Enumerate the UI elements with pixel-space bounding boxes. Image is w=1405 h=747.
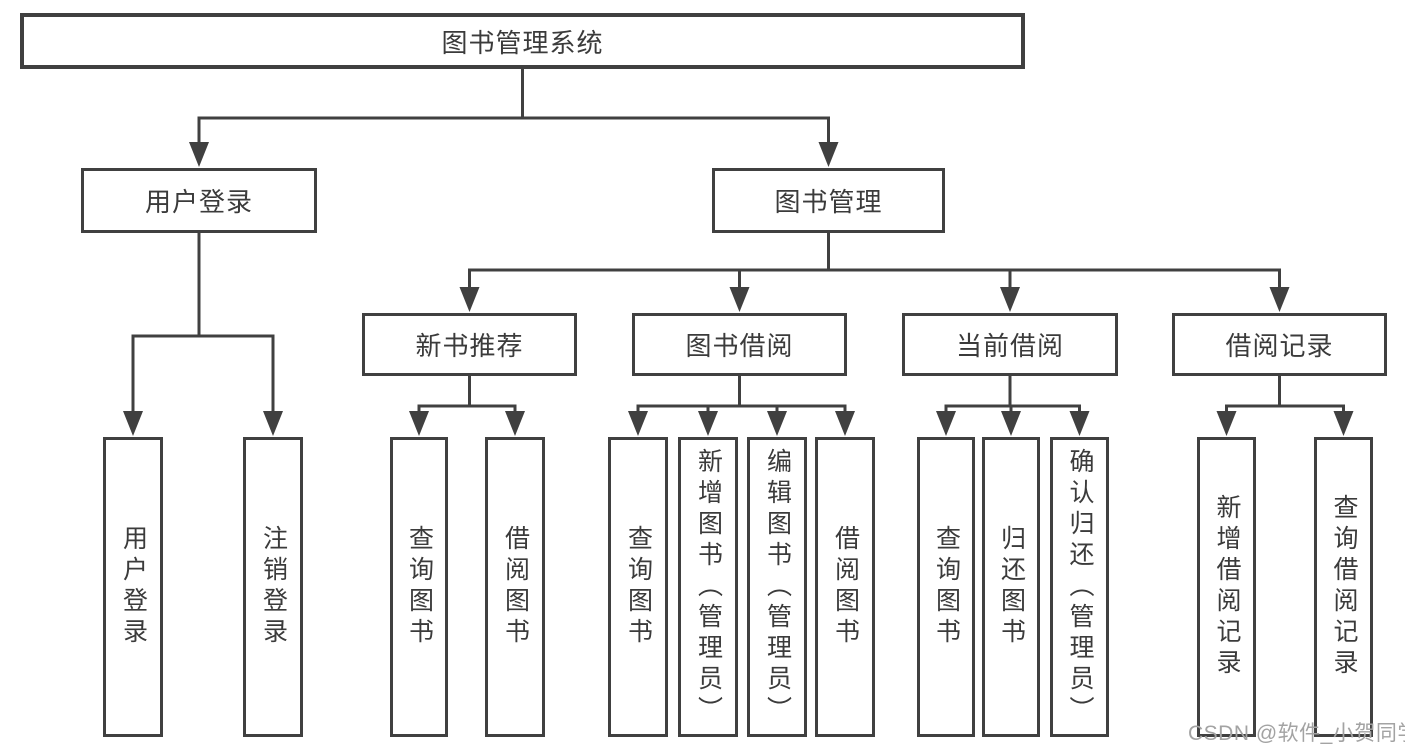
node-current-borrow: 当前借阅 bbox=[902, 313, 1118, 376]
node-leaf-user-login: 用户登录 bbox=[103, 437, 163, 737]
node-book-management: 图书管理 bbox=[712, 168, 945, 233]
node-leaf-bb-borrow-book: 借阅图书 bbox=[815, 437, 875, 737]
connector-borrow-records-children bbox=[1216, 374, 1354, 436]
node-book-borrow: 图书借阅 bbox=[632, 313, 847, 376]
node-borrow-records: 借阅记录 bbox=[1172, 313, 1387, 376]
node-leaf-cb-query-book: 查询图书 bbox=[917, 437, 975, 737]
connector-root-children bbox=[189, 67, 839, 167]
node-leaf-bb-edit-book: 编辑图书（管理员） bbox=[747, 437, 807, 737]
node-root: 图书管理系统 bbox=[20, 13, 1025, 69]
connector-book-borrow-children bbox=[628, 374, 855, 436]
node-leaf-nb-borrow-book: 借阅图书 bbox=[485, 437, 545, 737]
connector-user-login-children bbox=[123, 231, 283, 436]
node-leaf-br-query-record: 查询借阅记录 bbox=[1314, 437, 1373, 737]
node-leaf-logout: 注销登录 bbox=[243, 437, 303, 737]
node-leaf-bb-add-book: 新增图书（管理员） bbox=[678, 437, 738, 737]
node-leaf-cb-confirm-return: 确认归还（管理员） bbox=[1050, 437, 1109, 737]
connector-current-borrow-children bbox=[936, 374, 1090, 436]
node-leaf-nb-query-book: 查询图书 bbox=[390, 437, 448, 737]
connector-book-management-children bbox=[459, 231, 1290, 312]
node-leaf-bb-query-book: 查询图书 bbox=[608, 437, 668, 737]
node-leaf-cb-return-book: 归还图书 bbox=[982, 437, 1040, 737]
connector-new-book-recommend-children bbox=[409, 374, 525, 436]
node-leaf-br-add-record: 新增借阅记录 bbox=[1197, 437, 1256, 737]
node-new-book-recommend: 新书推荐 bbox=[362, 313, 577, 376]
node-user-login-branch: 用户登录 bbox=[81, 168, 317, 233]
